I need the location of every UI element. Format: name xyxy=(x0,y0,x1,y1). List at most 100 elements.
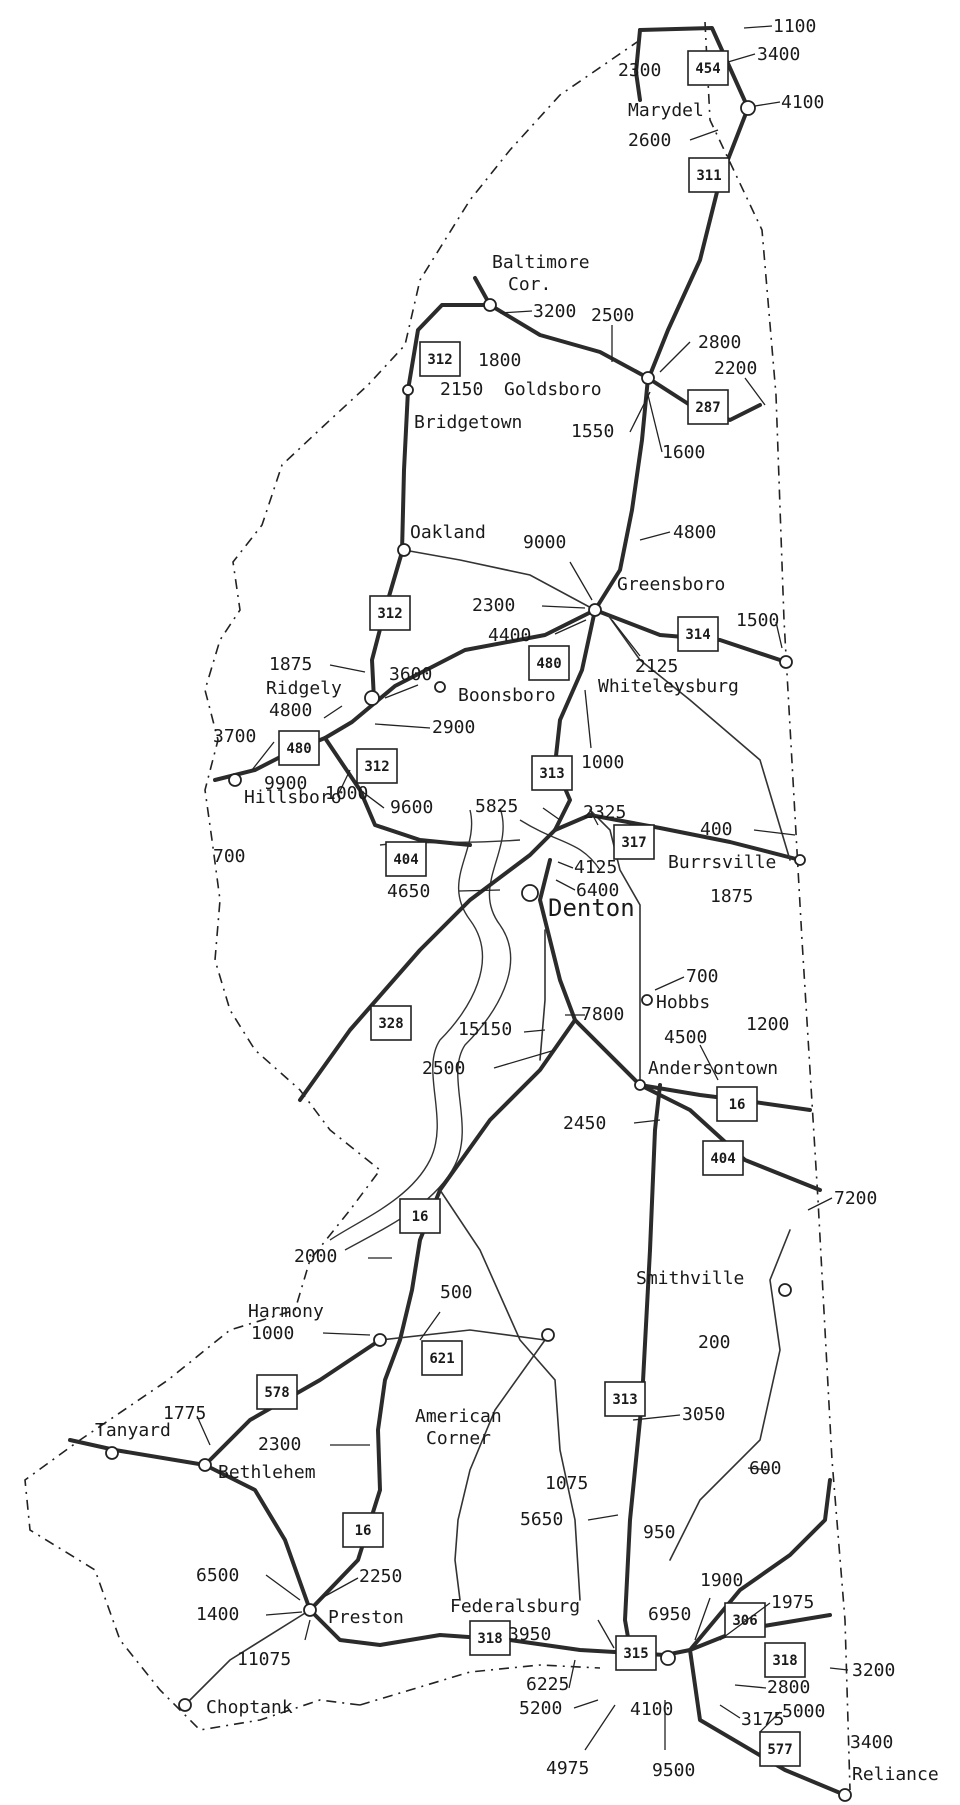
route-shield-480: 480 xyxy=(528,645,570,681)
traffic-volume: 3175 xyxy=(741,1709,784,1730)
town-dot-ridgely xyxy=(364,690,380,706)
town-dot-goldsboro xyxy=(641,371,655,385)
town-dot-bridgetown xyxy=(402,384,414,396)
town-label-marydel: Marydel xyxy=(628,100,704,121)
town-label-choptank: Choptank xyxy=(206,1697,293,1718)
town-label-whiteleysburg: Whiteleysburg xyxy=(598,676,739,697)
traffic-volume: 6500 xyxy=(196,1565,239,1586)
traffic-volume: 3600 xyxy=(389,664,432,685)
traffic-volume: 700 xyxy=(686,966,719,987)
route-shield-16: 16 xyxy=(342,1512,384,1548)
svg-text:287: 287 xyxy=(695,400,720,416)
traffic-volume: 3200 xyxy=(852,1660,895,1681)
traffic-volume: 9900 xyxy=(264,773,307,794)
town-label-ridgely: Ridgely xyxy=(266,678,342,699)
state-line xyxy=(704,21,851,1791)
route-shield-311: 311 xyxy=(688,157,730,193)
traffic-volume: 9500 xyxy=(652,1760,695,1781)
route-shield-577: 577 xyxy=(759,1731,801,1767)
traffic-volume: 4800 xyxy=(673,522,716,543)
svg-text:312: 312 xyxy=(377,606,402,622)
route-shield-621: 621 xyxy=(421,1340,463,1376)
route-shield-318: 318 xyxy=(764,1642,806,1678)
traffic-volume: 2125 xyxy=(635,656,678,677)
traffic-volume: 5000 xyxy=(782,1701,825,1722)
traffic-volume: 4975 xyxy=(546,1758,589,1779)
town-dot-choptank xyxy=(178,1698,192,1712)
traffic-volume: 1800 xyxy=(478,350,521,371)
traffic-volume: 4800 xyxy=(269,700,312,721)
traffic-volume: 1400 xyxy=(196,1604,239,1625)
town-label-american: American xyxy=(415,1406,502,1427)
town-dot-bethlehem xyxy=(198,1458,212,1472)
svg-text:317: 317 xyxy=(621,835,646,851)
route-shield-287: 287 xyxy=(687,389,729,425)
route-shield-578: 578 xyxy=(256,1374,298,1410)
traffic-volume: 950 xyxy=(643,1522,676,1543)
traffic-volume: 2500 xyxy=(591,305,634,326)
town-label-boonsboro: Boonsboro xyxy=(458,685,556,706)
traffic-volume: 11075 xyxy=(237,1649,291,1670)
traffic-volume: 15150 xyxy=(458,1019,512,1040)
traffic-volume: 2800 xyxy=(767,1677,810,1698)
traffic-volume: 2200 xyxy=(714,358,757,379)
town-label-oakland: Oakland xyxy=(410,522,486,543)
traffic-volume: 3400 xyxy=(757,44,800,65)
town-label-bethlehem: Bethlehem xyxy=(218,1462,316,1483)
town-dot-oakland xyxy=(397,543,411,557)
town-dot-greensboro xyxy=(588,603,602,617)
traffic-volume: 9600 xyxy=(390,797,433,818)
traffic-volume: 5825 xyxy=(475,796,518,817)
svg-text:480: 480 xyxy=(286,741,311,757)
traffic-volume: 7200 xyxy=(834,1188,877,1209)
town-dot-burrsville xyxy=(794,854,806,866)
town-dot-smithville xyxy=(778,1283,792,1297)
town-dot-denton xyxy=(521,884,539,902)
town-dot-baltimore-cor xyxy=(483,298,497,312)
traffic-volume: 500 xyxy=(440,1282,473,1303)
town-label-hillsboro: Hillsboro xyxy=(244,787,342,808)
traffic-volume: 2900 xyxy=(432,717,475,738)
town-dot-andersontown xyxy=(634,1079,646,1091)
route-shield-313: 313 xyxy=(531,755,573,791)
route-shield-454: 454 xyxy=(687,50,729,86)
town-dot-whiteleysburg xyxy=(779,655,793,669)
traffic-volume: 1875 xyxy=(269,654,312,675)
svg-text:578: 578 xyxy=(264,1385,289,1401)
town-dot-federalsburg xyxy=(660,1650,676,1666)
town-label-greensboro: Greensboro xyxy=(617,574,725,595)
traffic-volume: 3700 xyxy=(213,726,256,747)
traffic-volume: 5200 xyxy=(519,1698,562,1719)
svg-text:16: 16 xyxy=(412,1209,429,1225)
traffic-volume: 6950 xyxy=(648,1604,691,1625)
town-label-harmony: Harmony xyxy=(248,1301,324,1322)
town-dot-harmony xyxy=(373,1333,387,1347)
pointer-arrows xyxy=(196,25,849,1751)
traffic-volume: 1000 xyxy=(581,752,624,773)
town-label-andersontown: Andersontown xyxy=(648,1058,778,1079)
route-shields: 454 311 312 287 312 314 480 480 312 313 … xyxy=(256,50,806,1767)
traffic-volume: 2150 xyxy=(440,379,483,400)
svg-text:621: 621 xyxy=(429,1351,454,1367)
town-label-denton: Denton xyxy=(548,894,635,922)
traffic-volume: 4400 xyxy=(488,625,531,646)
svg-text:318: 318 xyxy=(772,1653,797,1669)
traffic-volume: 4100 xyxy=(630,1699,673,1720)
town-markers xyxy=(105,100,852,1802)
traffic-volume: 6400 xyxy=(576,880,619,901)
town-label-preston: Preston xyxy=(328,1607,404,1628)
town-label-burrsville: Burrsville xyxy=(668,852,776,873)
traffic-volume: 4650 xyxy=(387,881,430,902)
traffic-volume: 1775 xyxy=(163,1403,206,1424)
traffic-volume: 1075 xyxy=(545,1473,588,1494)
svg-text:480: 480 xyxy=(536,656,561,672)
town-label-goldsboro: Goldsboro xyxy=(504,379,602,400)
town-label-hobbs: Hobbs xyxy=(656,992,710,1013)
svg-text:312: 312 xyxy=(427,352,452,368)
traffic-volume: 4500 xyxy=(664,1027,707,1048)
traffic-volume: 200 xyxy=(698,1332,731,1353)
traffic-volume: 1100 xyxy=(773,16,816,37)
svg-text:454: 454 xyxy=(695,61,720,77)
traffic-volume: 3950 xyxy=(508,1624,551,1645)
